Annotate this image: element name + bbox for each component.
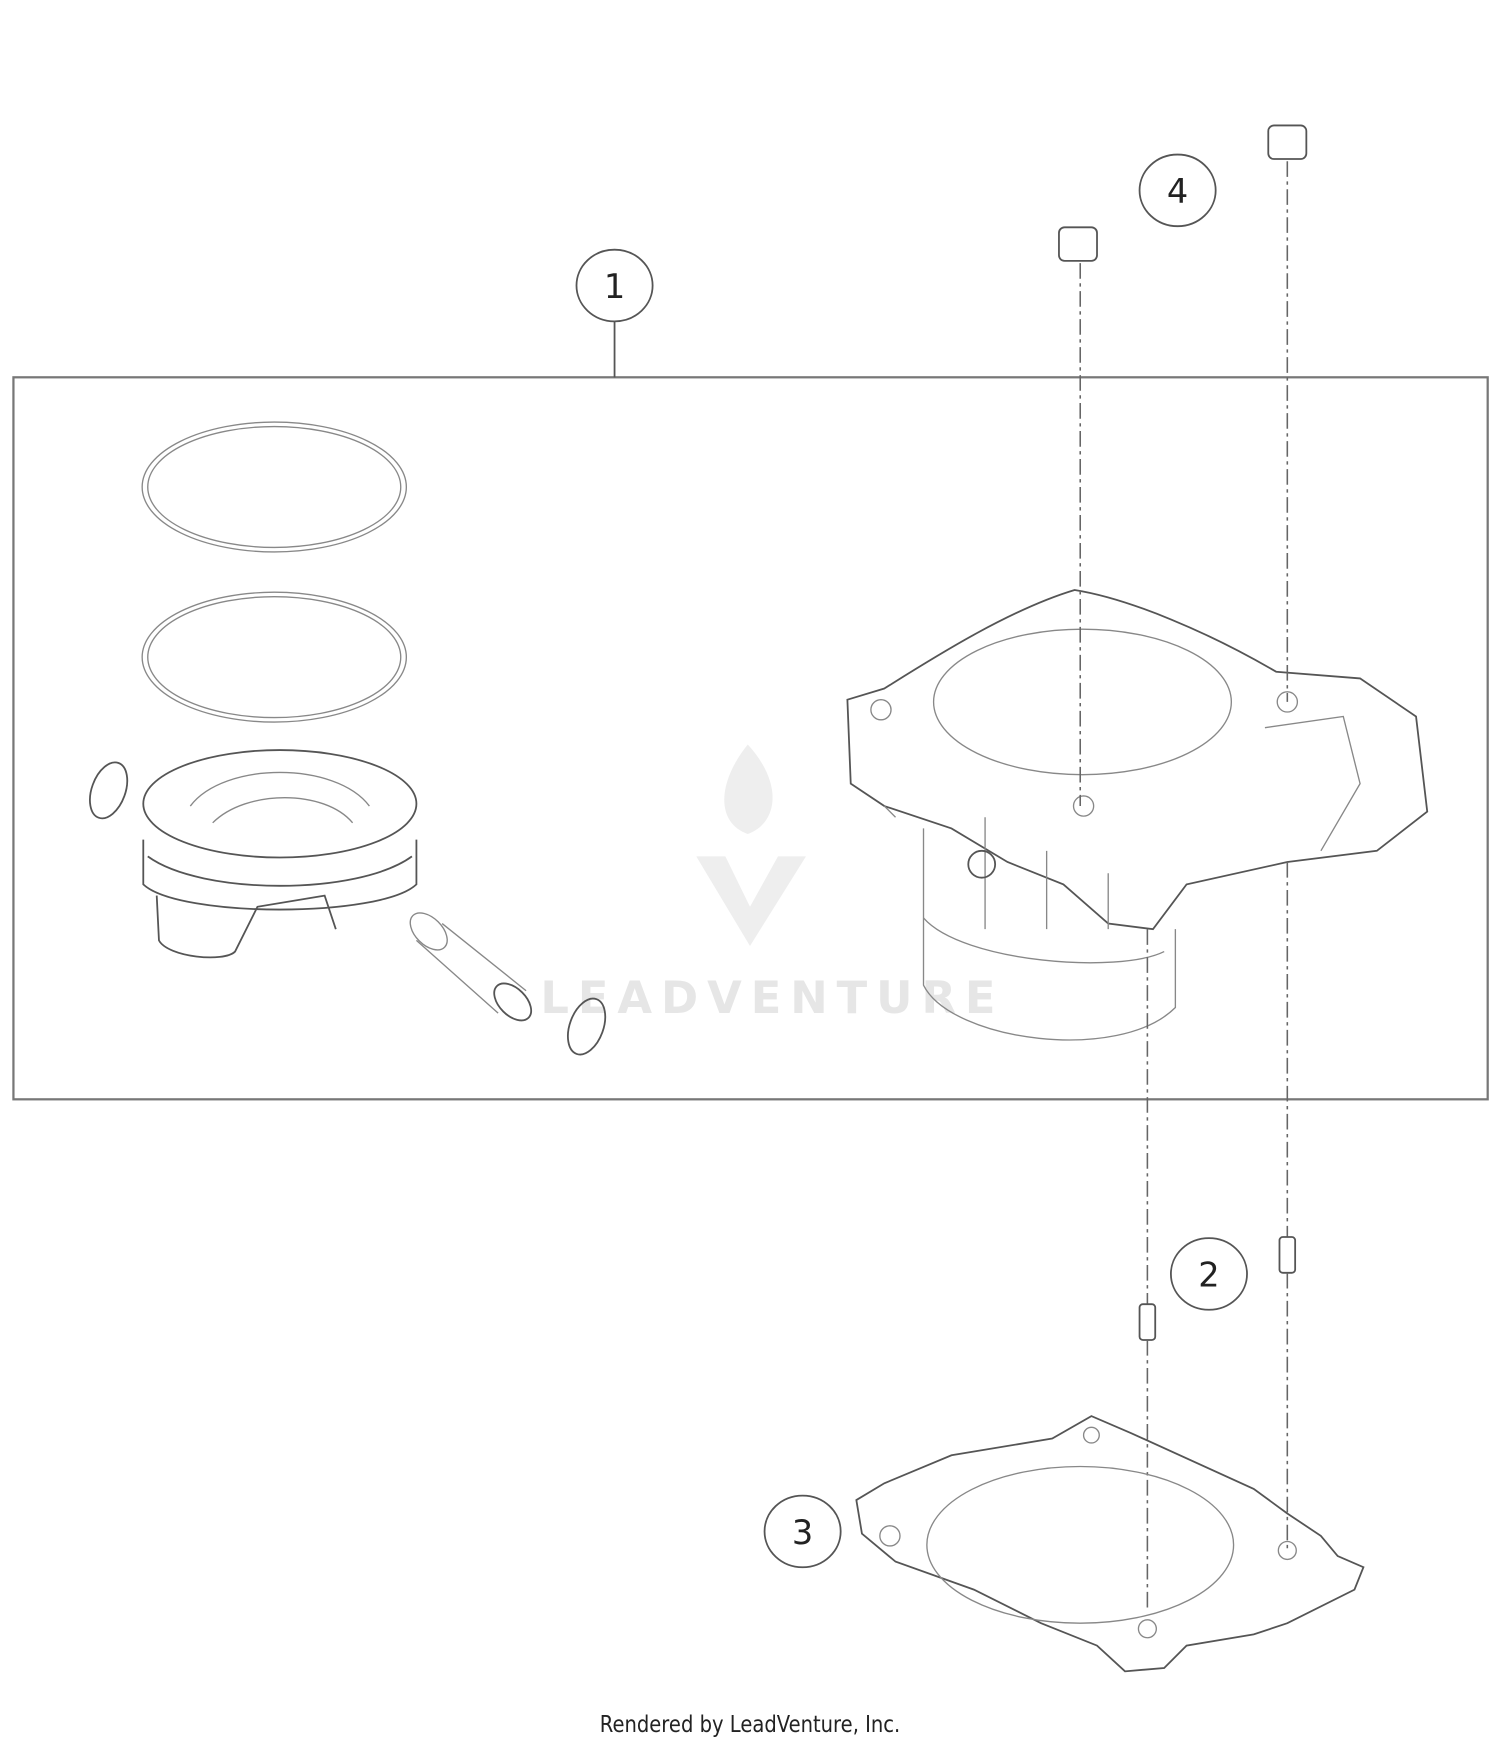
svg-text:1: 1	[604, 267, 625, 306]
piston-ring-second	[141, 591, 408, 723]
callout-1[interactable]: 1	[575, 248, 654, 323]
piston-pin	[409, 912, 533, 1022]
svg-text:LEADVENTURE: LEADVENTURE	[540, 971, 1004, 1024]
dowel-sleeve-right	[1278, 1236, 1297, 1274]
svg-text:4: 4	[1167, 172, 1188, 211]
render-credit: Rendered by LeadVenture, Inc.	[599, 1712, 901, 1738]
svg-text:2: 2	[1198, 1256, 1219, 1295]
dowel-top-left	[1058, 226, 1098, 807]
dowel-top-right	[1267, 124, 1308, 702]
cylinder-base-gasket	[855, 1415, 1365, 1673]
callout-3[interactable]: 3	[763, 1494, 842, 1569]
dowel-sleeve-left	[1138, 1303, 1157, 1341]
piston-pin-circlip-left	[89, 761, 129, 820]
kit-boundary-box	[12, 376, 1489, 1101]
watermark-logo: LEADVENTURE	[540, 744, 1004, 1024]
cylinder	[846, 589, 1429, 1041]
piston	[142, 749, 418, 959]
svg-text:3: 3	[792, 1513, 813, 1552]
piston-pin-circlip-right	[567, 997, 607, 1056]
callout-2[interactable]: 2	[1169, 1237, 1248, 1311]
callout-4[interactable]: 4	[1138, 153, 1217, 228]
piston-ring-top	[141, 421, 408, 553]
